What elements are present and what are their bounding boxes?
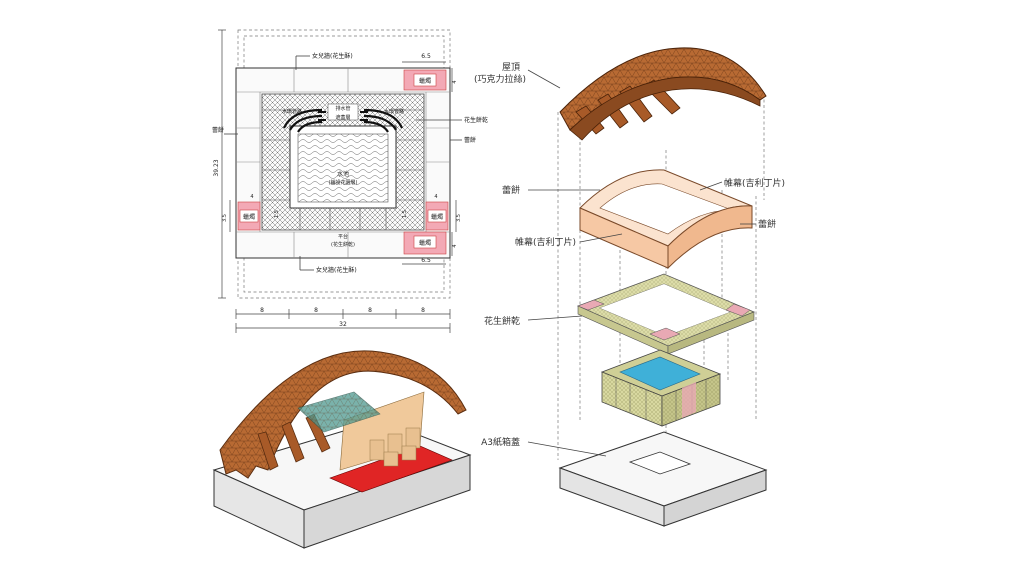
roof-sub-label: (巧克力拉絲) — [474, 73, 526, 85]
curtain-bottom-label: 帷幕(吉利丁片) — [515, 236, 576, 248]
dim-35-left: 3.5 — [222, 214, 228, 222]
dim-65-bottom: 6.5 — [421, 257, 431, 264]
seating-blocks — [369, 427, 421, 467]
drain-label: 排水管 — [335, 105, 350, 112]
cookie-segments — [262, 109, 424, 230]
base-opening — [628, 451, 692, 475]
wall-front-right — [667, 205, 753, 270]
dim-15-left: 1.5 — [274, 210, 280, 218]
dim-35-right: 3.5 — [456, 214, 462, 222]
dim-65-top: 6.5 — [421, 53, 431, 60]
right-note: 花生餅乾 — [464, 116, 488, 124]
candle-label-l: 蠟燭 — [243, 213, 255, 221]
pool-sub: (鋪設花園層) — [329, 179, 358, 186]
pool-block-layer — [600, 349, 722, 427]
cookie-ring-layer — [576, 273, 756, 355]
floor-plan: 蠟燭 蠟燭 蠟燭 蠟燭 水池 (鋪設花園層) — [212, 29, 488, 333]
roof-underside — [569, 76, 761, 141]
candle-label-tr: 蠟燭 — [419, 77, 431, 85]
platform-sub: (花生餅乾) — [331, 241, 355, 248]
wall-left-label: 蕾餅 — [502, 184, 520, 196]
dim-4-left: 4 — [250, 194, 253, 200]
curtain-top-label: 帷幕(吉利丁片) — [724, 177, 785, 189]
candle-label-r: 蠟燭 — [431, 213, 443, 221]
cover-label: 遮蓋層 — [335, 114, 350, 121]
wall-right-label: 蕾餅 — [758, 218, 776, 230]
dim-4-bottom: 4 — [452, 244, 458, 247]
dim-seg-4: 8 — [421, 307, 425, 314]
base-box-layer — [558, 431, 768, 527]
platform-label: 平台 — [338, 233, 348, 240]
dim-4-right: 4 — [434, 194, 437, 200]
roof-label: 屋頂 — [502, 62, 520, 73]
dim-total-width: 32 — [339, 321, 347, 328]
dim-4-top: 4 — [452, 80, 458, 83]
dim-total-height: 39.23 — [213, 159, 220, 176]
exploded-view: 屋頂 (巧克力拉絲) 蕾餅 帷幕(吉利丁片) 蕾餅 帷幕(吉利丁片) 花生餅乾 — [474, 47, 785, 527]
parapet-bottom-label: 女兒牆(花生酥) — [316, 266, 357, 274]
dim-15-right: 1.5 — [402, 210, 408, 218]
left-wall-label: 蕾餅 — [212, 126, 224, 134]
dim-seg-1: 8 — [260, 307, 264, 314]
dim-seg-2: 8 — [314, 307, 318, 314]
dim-seg-3: 8 — [368, 307, 372, 314]
pipe-label-right: 水環管路 — [384, 108, 404, 115]
candle-label-br: 蠟燭 — [419, 239, 431, 247]
roof-fringes — [257, 413, 331, 471]
pool-name: 水池 — [337, 170, 349, 178]
parapet-top-label: 女兒牆(花生酥) — [312, 52, 353, 60]
pool-water — [297, 133, 389, 203]
assembled-model — [212, 350, 472, 549]
base-label: A3紙箱蓋 — [481, 436, 520, 448]
right-wall-label: 蕾餅 — [464, 136, 476, 144]
pipe-label-left: 水環管路 — [282, 108, 302, 115]
pipe-system — [282, 103, 404, 133]
cookie-label: 花生餅乾 — [484, 315, 520, 327]
